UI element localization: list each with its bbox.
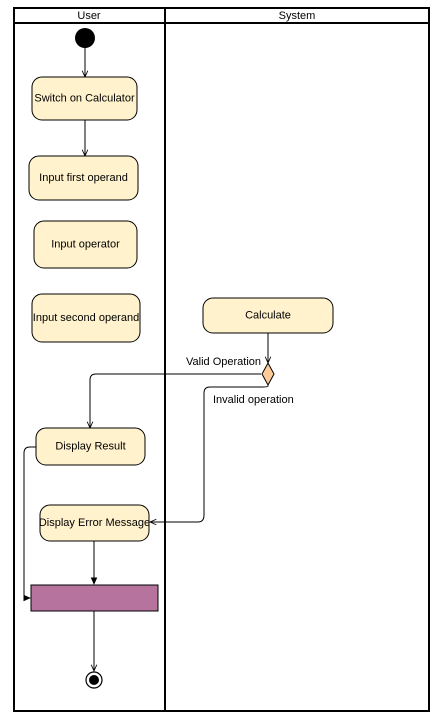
decision-node [261,361,275,387]
final-node [85,671,103,689]
join-bar [30,584,159,612]
action-label: Display Error Message [39,517,150,529]
initial-node [75,28,95,48]
lane-title-system: System [279,10,316,22]
action-label: Display Result [55,441,125,453]
action-label: Switch on Calculator [34,93,135,105]
edge-display-result-to-join [23,446,36,598]
action-input-first-operand: Input first operand [28,155,139,201]
action-label: Input first operand [39,172,128,184]
guard-valid-operation: Valid Operation [186,356,261,368]
action-display-error-message: Display Error Message [39,504,150,542]
swimlane-frame [13,7,430,712]
action-label: Input second operand [33,312,139,324]
action-input-operator: Input operator [33,220,138,269]
action-label: Input operator [51,239,120,251]
edges [23,48,269,671]
action-label: Calculate [245,310,291,322]
action-input-second-operand: Input second operand [31,293,141,343]
edge-valid-to-display-result [90,373,261,428]
guard-invalid-operation: Invalid operation [213,394,294,406]
lane-title-user: User [77,10,101,22]
edge-invalid-to-display-error [150,384,269,522]
action-calculate: Calculate [202,297,334,334]
action-display-result: Display Result [35,427,146,466]
action-switch-on-calculator: Switch on Calculator [31,76,138,121]
